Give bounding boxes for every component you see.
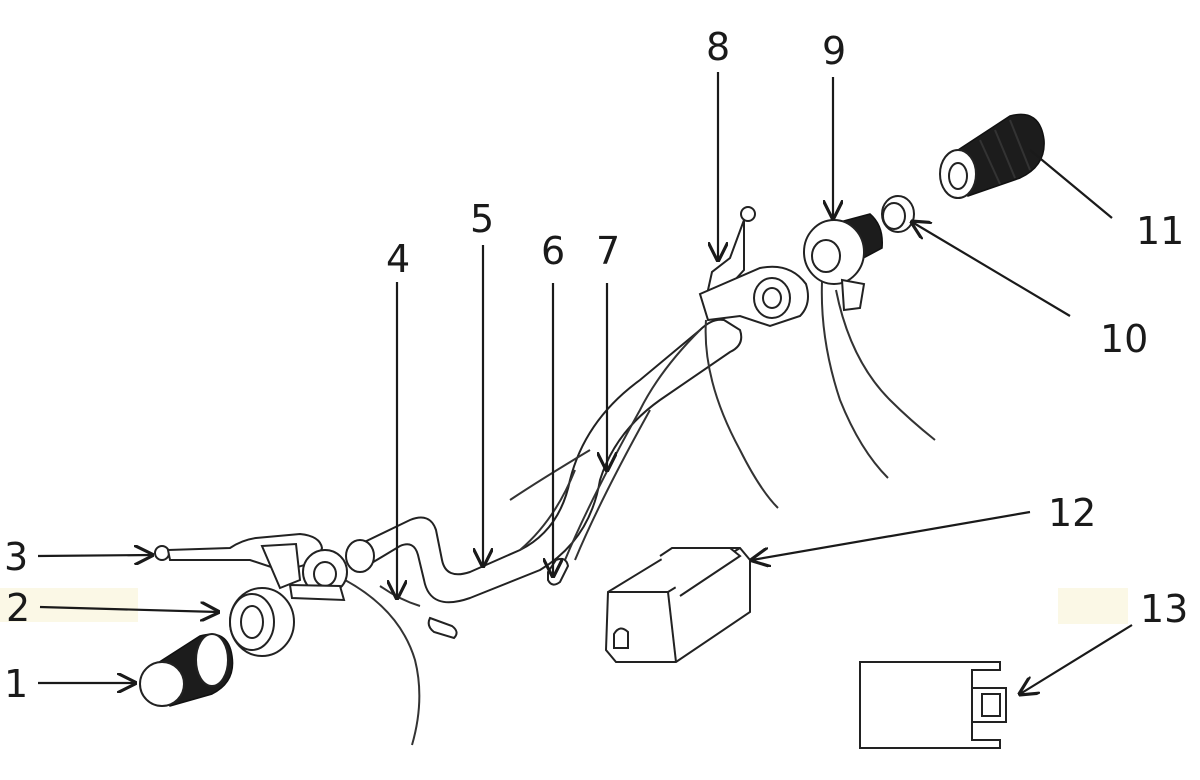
left-brake-lever xyxy=(154,532,348,602)
handlebar xyxy=(345,318,743,604)
cable-7-second-line xyxy=(574,409,651,561)
bracket-13 xyxy=(859,661,1007,749)
ring-10 xyxy=(881,195,915,233)
cable-7 xyxy=(564,329,701,561)
left-ring-2 xyxy=(229,587,295,657)
label-12: 12 xyxy=(1048,491,1096,535)
left-grip-1 xyxy=(139,633,234,707)
leader-2 xyxy=(39,607,218,612)
label-5: 5 xyxy=(470,197,494,241)
leader-12 xyxy=(752,510,1031,560)
leader-11 xyxy=(1029,149,1113,219)
throttle-9 xyxy=(803,213,936,479)
label-3: 3 xyxy=(4,535,28,579)
label-8: 8 xyxy=(706,25,730,69)
leader-10 xyxy=(912,222,1071,317)
label-1: 1 xyxy=(4,662,28,706)
right-brake-lever xyxy=(698,206,809,509)
label-2: 2 xyxy=(6,586,30,630)
leader-3 xyxy=(37,555,152,556)
label-11: 11 xyxy=(1136,209,1184,253)
right-grip-11 xyxy=(939,113,1045,199)
leader-13 xyxy=(1020,624,1133,694)
label-4: 4 xyxy=(386,237,410,281)
label-9: 9 xyxy=(822,29,846,73)
label-13: 13 xyxy=(1140,587,1188,631)
label-7: 7 xyxy=(596,229,620,273)
label-13-highlight xyxy=(1058,588,1128,624)
label-10: 10 xyxy=(1100,317,1148,361)
label-6: 6 xyxy=(541,229,565,273)
label-2-highlight xyxy=(0,588,138,622)
controller-box-12 xyxy=(604,547,751,663)
left-brake-cable xyxy=(344,579,421,746)
